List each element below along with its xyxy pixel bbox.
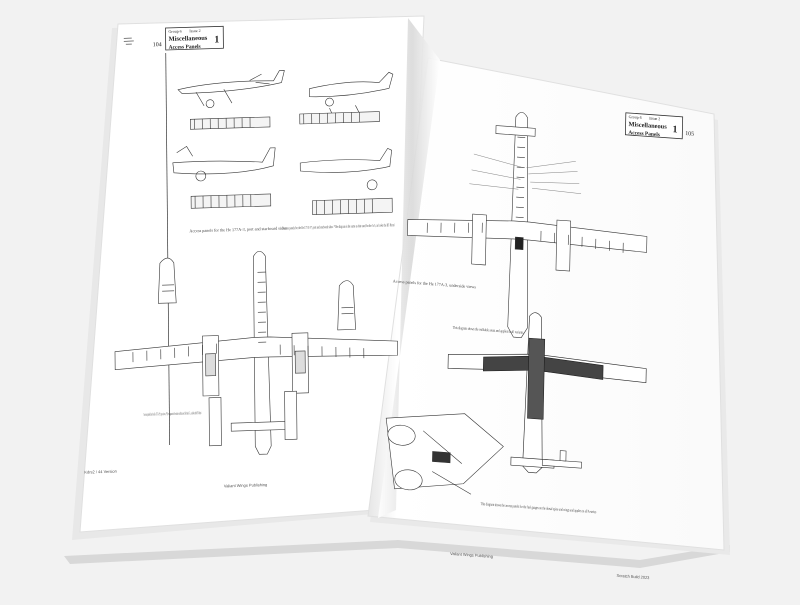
right-footer-right: Scratch Build 2023 (617, 573, 651, 580)
left-page-content: Group 6 Issue 2 Miscellaneous Access Pan… (84, 25, 398, 488)
left-section-sub: Access Panels (169, 44, 201, 51)
leader-arrows (469, 153, 582, 194)
left-margin-rule (165, 53, 171, 446)
booklet-shadow (64, 540, 730, 568)
top-view-plan (114, 250, 398, 455)
left-chapter-number: 1 (214, 34, 219, 45)
left-section-title: Miscellaneous (169, 35, 208, 43)
side-view-1 (177, 70, 285, 130)
walkable-plan (447, 312, 647, 474)
right-section-sub: Access Panels (628, 130, 660, 138)
left-page-number: 104 (153, 42, 162, 48)
left-header-box (165, 25, 224, 51)
right-header-box (625, 112, 684, 140)
caption-walkable: This diagram shows the walkable areas an… (453, 325, 524, 335)
side-elevation-small (541, 450, 582, 469)
right-section-title: Miscellaneous (628, 121, 667, 131)
underside-plan (407, 112, 648, 338)
left-page (79, 15, 425, 533)
right-footer-center: Valiant Wings Publishing (450, 551, 493, 559)
left-header-issue: Issue 2 (189, 28, 200, 33)
right-header-group: Group 6 (629, 114, 642, 120)
side-view-4 (299, 147, 393, 215)
caption-top-view: Access panels for the He 177A-3*, top vi… (143, 410, 201, 418)
left-footer-left: Kdrs2 / 44 Version (84, 469, 117, 475)
right-header-issue: Issue 2 (649, 115, 660, 121)
side-view-3 (172, 146, 276, 209)
gear-detail (208, 390, 298, 447)
nose-detail-left (157, 257, 177, 304)
right-chapter-number: 1 (672, 124, 677, 135)
caption-side-views: Access panels for the He 177A-3, port an… (189, 225, 287, 234)
perspective-view (385, 413, 504, 495)
side-view-2 (299, 71, 394, 125)
caption-side-views-b: Access panels for the He 177A-3*, port a… (283, 222, 395, 231)
gutter (378, 18, 440, 518)
right-page-number: 105 (685, 131, 694, 138)
nose-detail-right (337, 280, 356, 331)
left-tab-mark (123, 37, 134, 45)
left-footer-center: Valiant Wings Publishing (224, 482, 267, 488)
left-header-group: Group 6 (168, 29, 181, 34)
